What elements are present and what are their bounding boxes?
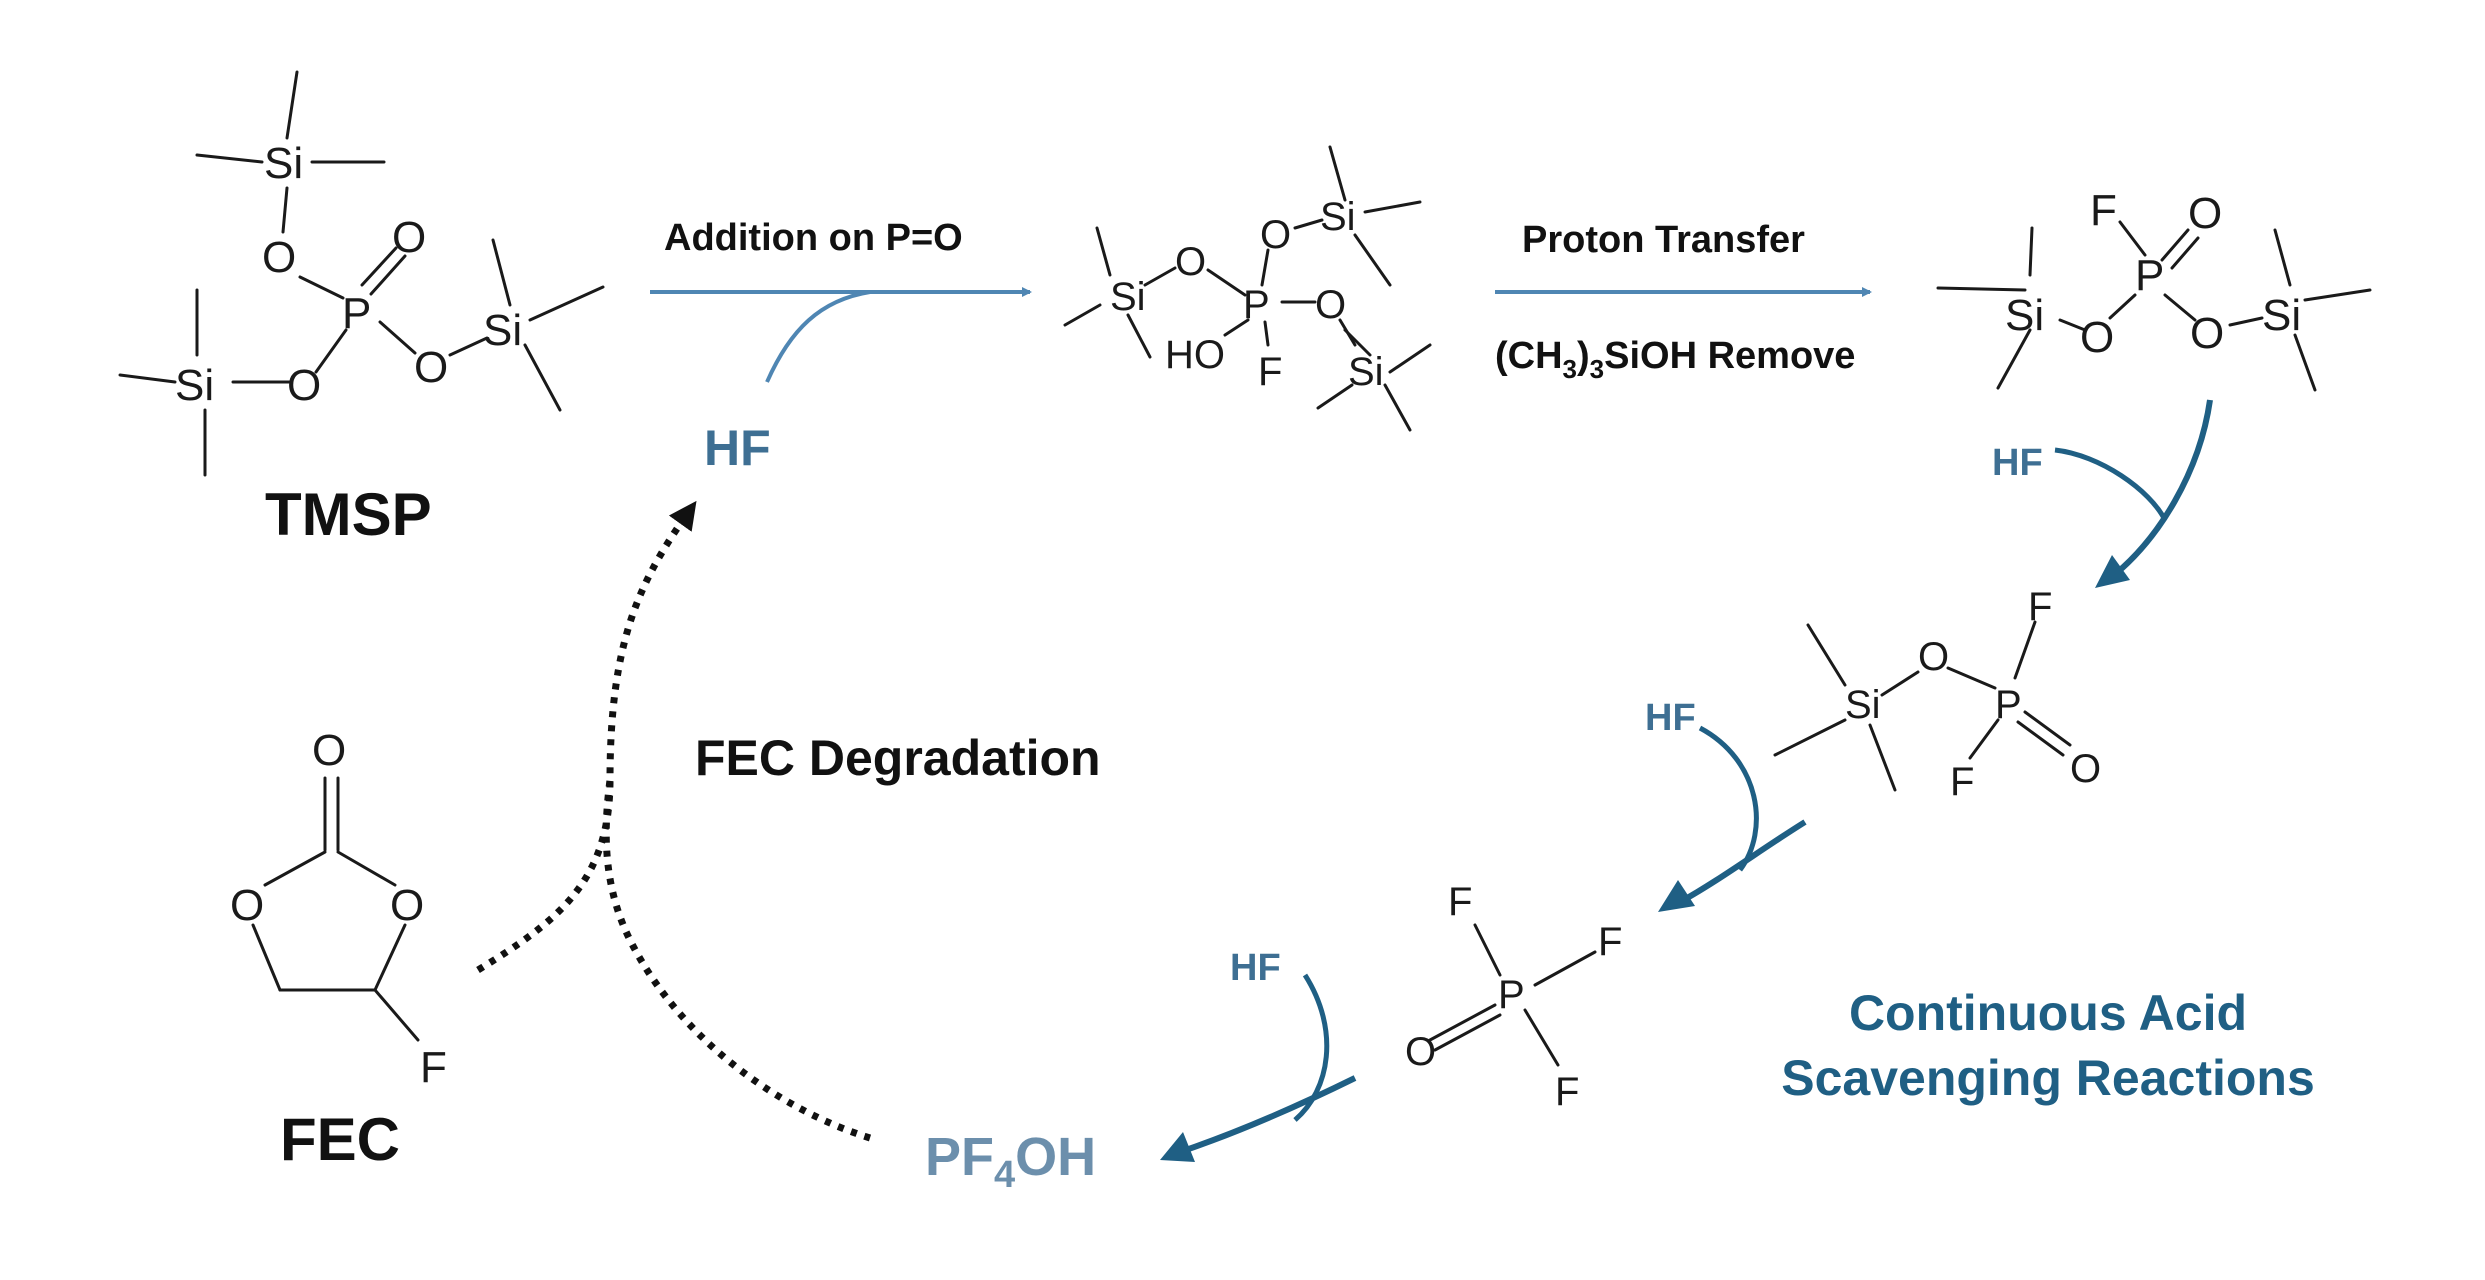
p2-o-double: O [2070,747,2101,791]
p1-f: F [2090,186,2117,235]
int-p: P [1243,283,1270,327]
tmsp-si-left: Si [175,361,214,410]
remove-label: (CH3)3SiOH Remove [1495,335,1855,384]
int-si-bottom: Si [1348,350,1384,394]
fec-label: FEC [280,1106,400,1173]
fec-degradation-arrow [476,500,697,973]
tmsp-o-left: O [287,361,321,410]
pof3-p: P [1498,973,1525,1017]
p2-o: O [1918,635,1949,679]
tmsp-o-double: O [392,213,426,262]
pof3-f-right: F [1598,920,1622,964]
hf-label-1: HF [704,420,771,476]
p2-p: P [1995,683,2022,727]
hf-label-3: HF [1645,697,1696,739]
pof3-f-bottom: F [1555,1070,1579,1114]
tmsp-o-right: O [414,343,448,392]
scavenging-arrowhead-3 [1160,1132,1195,1162]
hf-attack-curve-2 [2054,447,2168,522]
scavenging-label-line1: Continuous Acid [1849,985,2247,1041]
scavenging-arrow-2 [1678,819,1807,905]
hf-label-4: HF [1230,947,1281,989]
p1-si-left: Si [2005,291,2044,340]
tmsp-si-top: Si [264,139,303,188]
product-molecule-2: Si O P F F O [1773,585,2101,804]
tmsp-label: TMSP [265,481,432,548]
p1-p: P [2135,251,2164,300]
p1-o-right: O [2190,309,2224,358]
pof3-f-top: F [1448,880,1472,924]
product-molecule-1: Si O F O P O Si [1936,186,2372,392]
int-o-right: O [1315,283,1346,327]
int-ho: HO [1165,333,1225,377]
intermediate-molecule: Si O P O Si O Si HO F [1063,145,1432,432]
fec-degradation-label: FEC Degradation [695,730,1101,786]
fec-o-right: O [390,881,424,930]
int-si-top: Si [1320,195,1356,239]
fec-o-left: O [230,881,264,930]
p1-o-double: O [2188,189,2222,238]
int-o-top: O [1260,213,1291,257]
fec-f: F [420,1043,447,1092]
int-o-left: O [1175,240,1206,284]
tmsp-molecule: Si O O P O Si O Si [118,70,605,477]
scavenging-arrow-3 [1179,1075,1357,1155]
scavenging-label-line2: Scavenging Reactions [1781,1050,2315,1106]
hf-attack-curve-4 [1293,973,1330,1122]
int-si-left: Si [1110,275,1146,319]
scavenging-arrowhead-2 [1658,880,1695,912]
int-f: F [1258,350,1282,394]
pof3-molecule: P F F F O [1405,880,1622,1114]
proton-transfer-label: Proton Transfer [1522,219,1805,261]
hf-attack-curve-1 [765,290,871,383]
tmsp-si-right: Si [483,306,522,355]
pf4oh-to-hf-dotted-path [602,779,872,1142]
p1-si-right: Si [2262,291,2301,340]
p2-si: Si [1845,683,1881,727]
tmsp-p: P [342,289,371,338]
hf-label-2: HF [1992,442,2043,484]
fec-molecule: O O O F [230,726,447,1092]
p1-o-left: O [2080,313,2114,362]
pf4oh-label: PF4OH [925,1127,1096,1196]
scavenging-arrow-1 [2106,399,2213,583]
fec-o-carbonyl: O [312,726,346,775]
pof3-o: O [1405,1030,1436,1074]
addition-label: Addition on P=O [664,217,963,259]
scavenging-arrowhead-1 [2095,555,2130,588]
p2-f-bottom: F [1950,760,1974,804]
tmsp-o-top: O [262,233,296,282]
hf-attack-curve-3 [1698,725,1759,872]
p2-f-top: F [2028,585,2052,629]
